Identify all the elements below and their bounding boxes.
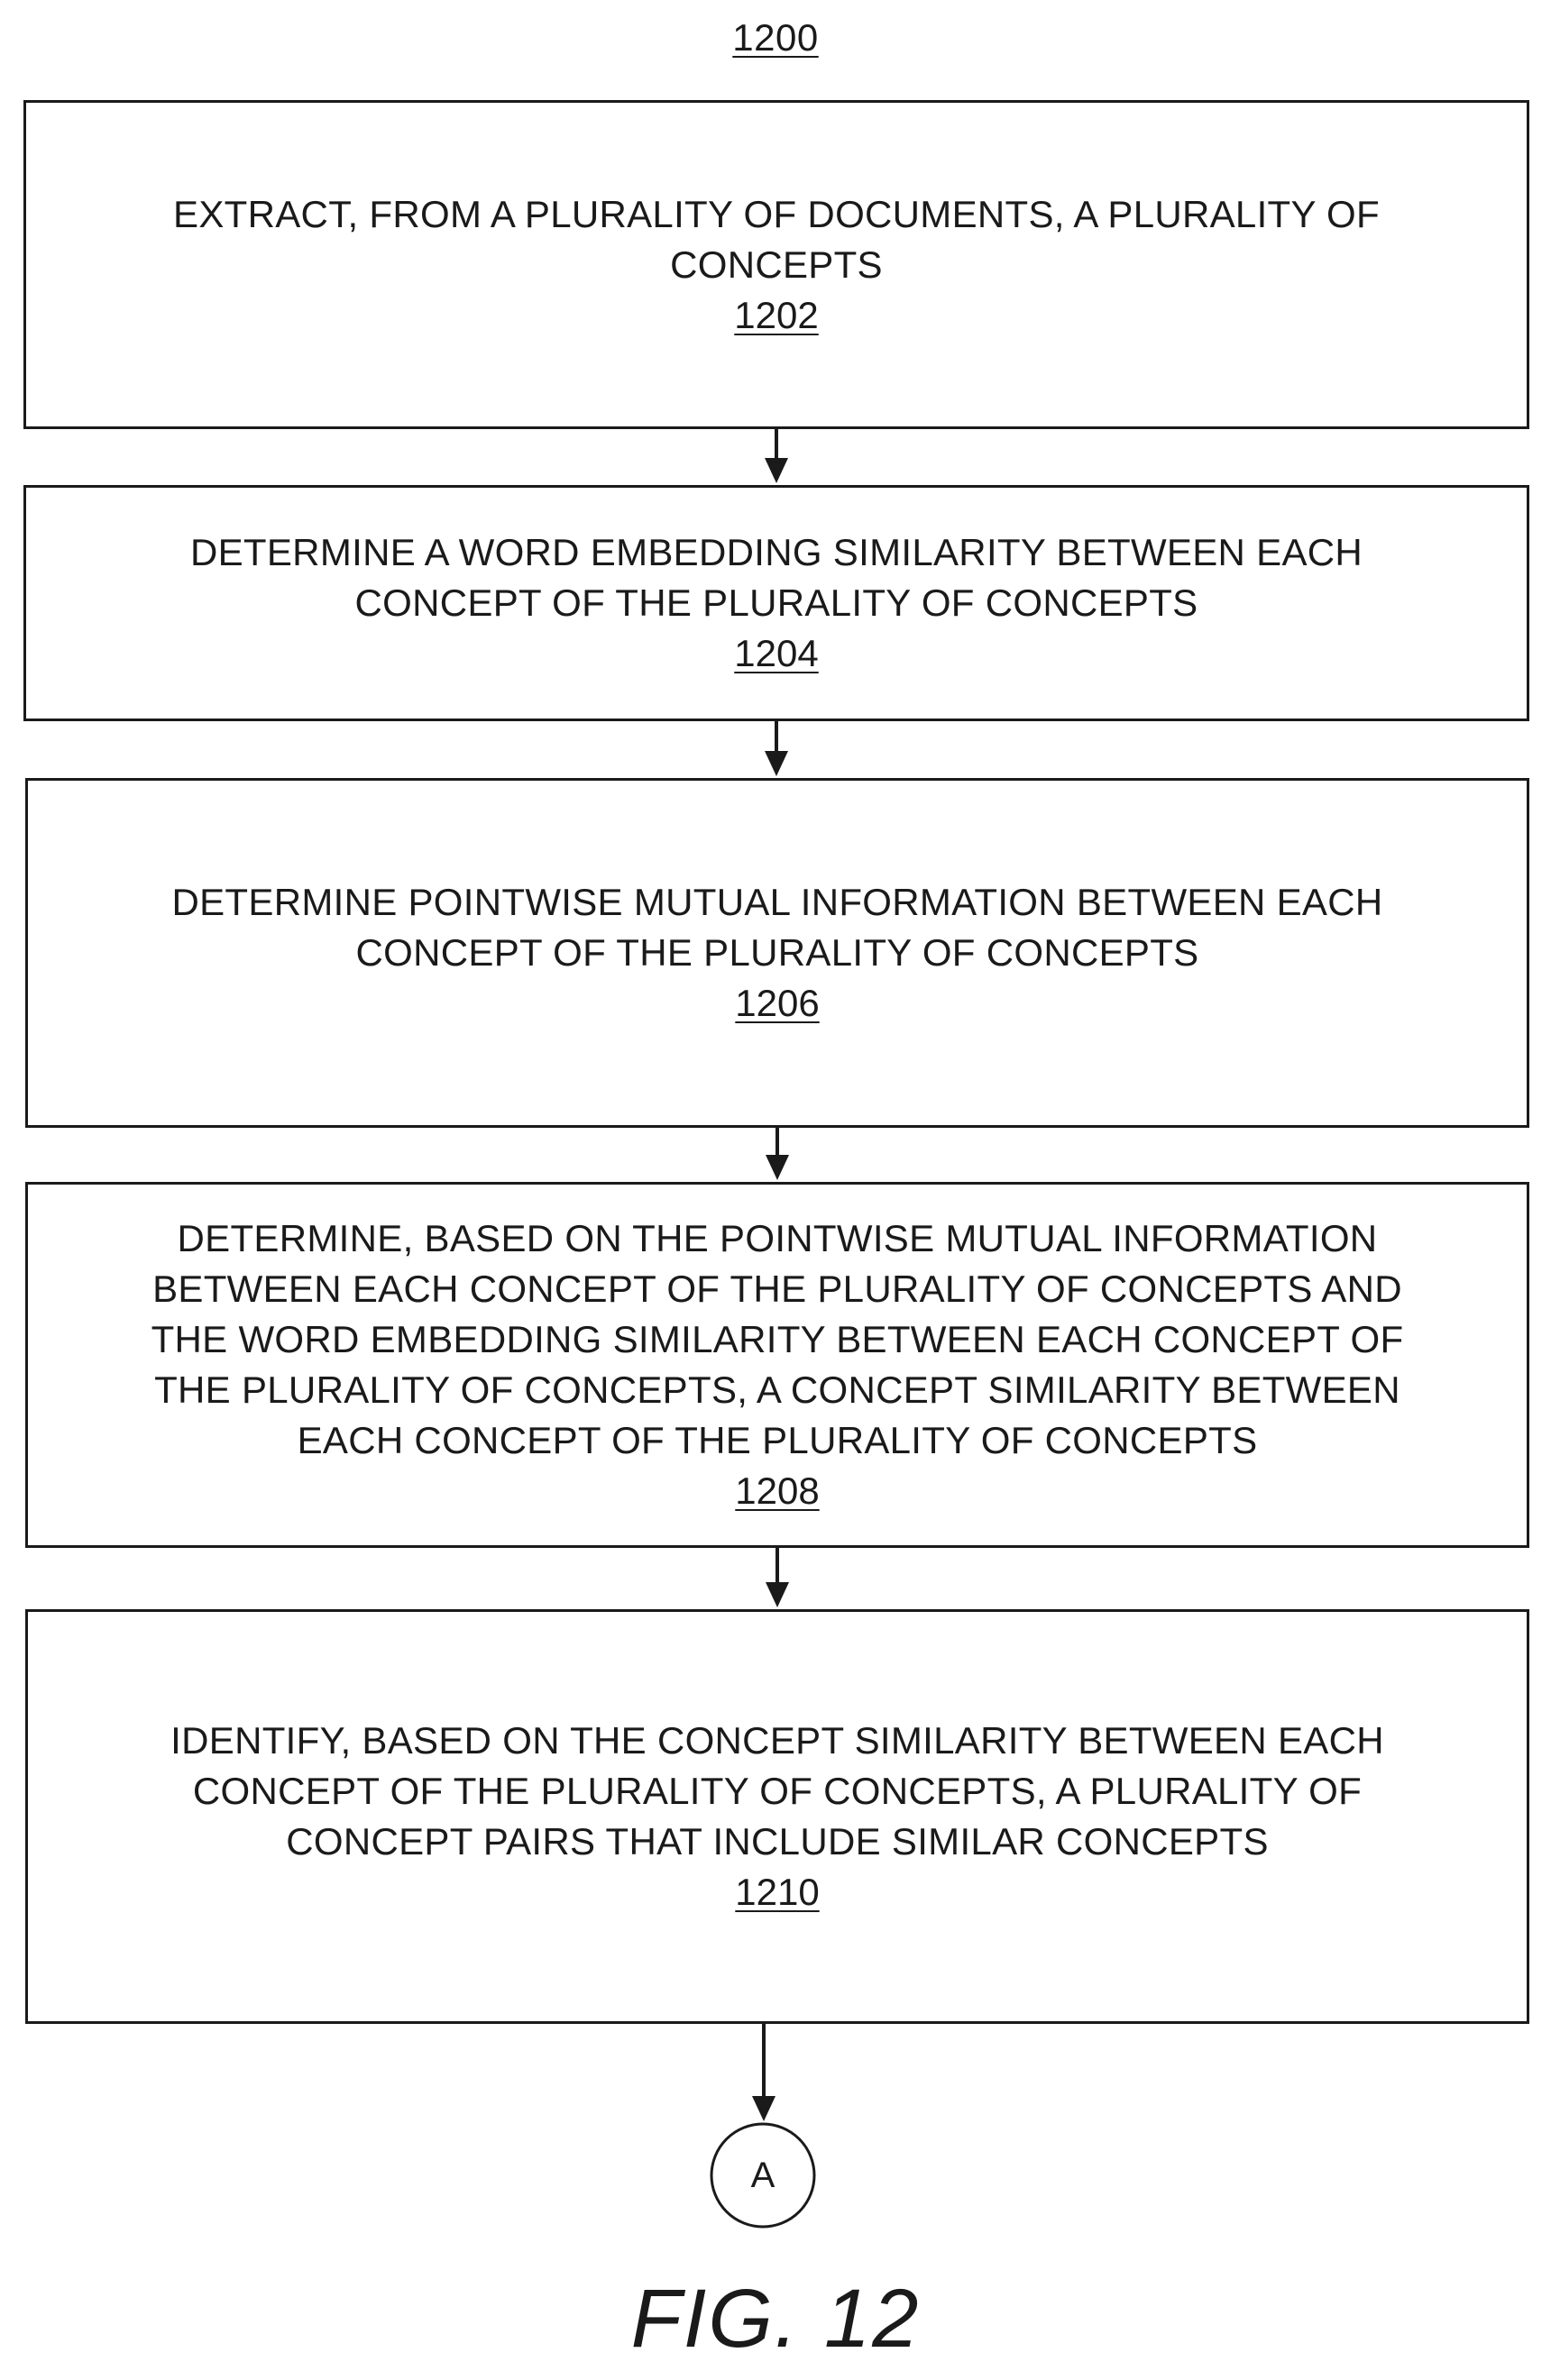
step-reference-number: 1202 [734, 290, 818, 341]
step-box-identify-concept-pairs: IDENTIFY, BASED ON THE CONCEPT SIMILARIT… [25, 1609, 1529, 2024]
step-box-pointwise-mutual-information: DETERMINE POINTWISE MUTUAL INFORMATION B… [25, 778, 1529, 1128]
arrow-1210-to-connector [752, 2024, 776, 2121]
step-text: DETERMINE A WORD EMBEDDING SIMILARITY BE… [190, 527, 1363, 628]
step-box-concept-similarity: DETERMINE, BASED ON THE POINTWISE MUTUAL… [25, 1182, 1529, 1548]
step-reference-number: 1208 [735, 1466, 819, 1516]
arrow-1208-to-1210 [766, 1548, 789, 1607]
figure-caption: FIG. 12 [0, 2272, 1551, 2366]
step-box-extract-concepts: EXTRACT, FROM A PLURALITY OF DOCUMENTS, … [23, 100, 1529, 429]
step-text: DETERMINE, BASED ON THE POINTWISE MUTUAL… [151, 1213, 1404, 1466]
step-text: EXTRACT, FROM A PLURALITY OF DOCUMENTS, … [173, 189, 1380, 290]
step-box-word-embedding-similarity: DETERMINE A WORD EMBEDDING SIMILARITY BE… [23, 485, 1529, 721]
step-reference-number: 1210 [735, 1867, 819, 1918]
figure-number: 1200 [0, 16, 1551, 60]
arrow-1204-to-1206 [765, 721, 788, 776]
off-page-connector-label: A [711, 2123, 815, 2228]
step-text: DETERMINE POINTWISE MUTUAL INFORMATION B… [171, 877, 1382, 978]
step-reference-number: 1206 [735, 978, 819, 1029]
step-reference-number: 1204 [734, 628, 818, 679]
arrow-1202-to-1204 [765, 429, 788, 483]
arrow-1206-to-1208 [766, 1128, 789, 1180]
step-text: IDENTIFY, BASED ON THE CONCEPT SIMILARIT… [170, 1716, 1384, 1867]
